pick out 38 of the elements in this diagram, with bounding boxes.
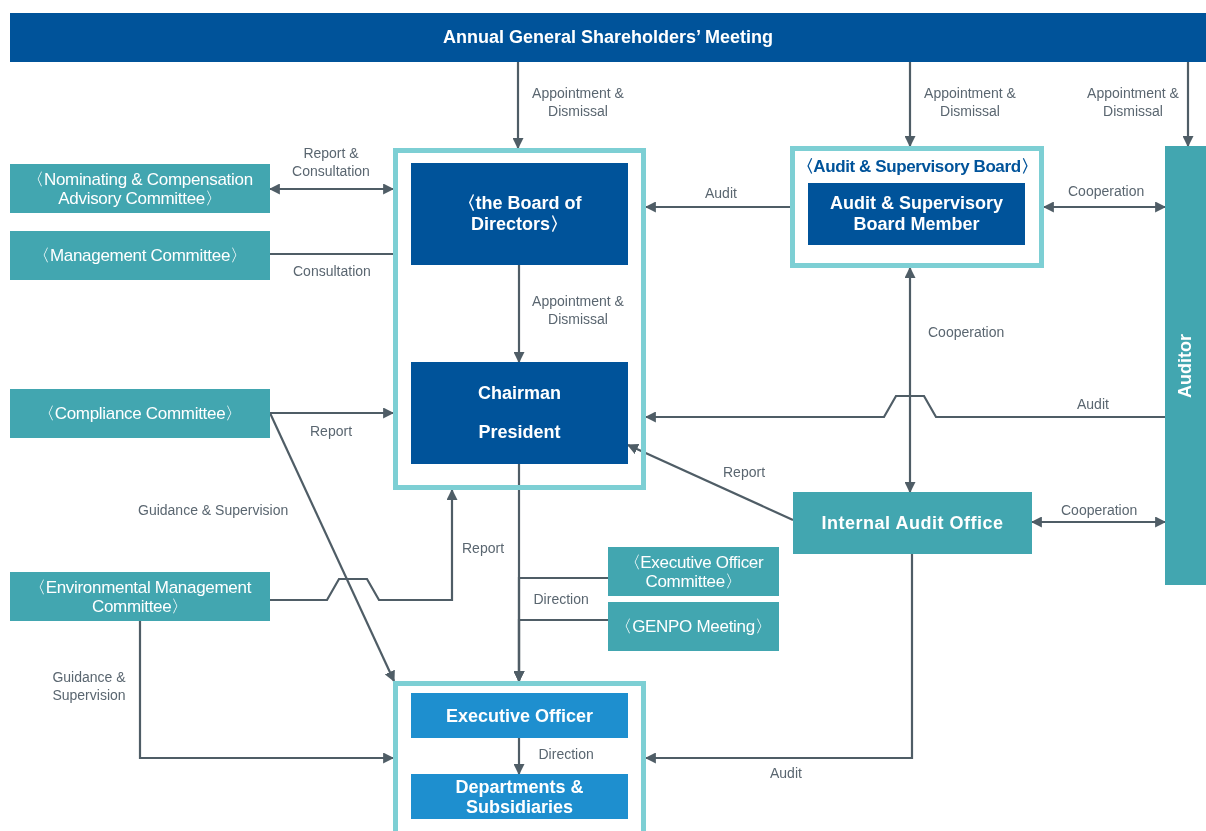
meeting-box: 〈GENPO Meeting〉 <box>608 602 779 651</box>
arrow <box>513 265 525 364</box>
arrow <box>627 444 794 521</box>
arrow <box>138 621 395 764</box>
department-box: Departments & Subsidiaries <box>411 774 628 819</box>
arrow <box>904 62 916 148</box>
edge-label: Guidance & Supervision <box>137 501 290 519</box>
board-box: 〈the Board of Directors〉 <box>411 163 628 265</box>
group-frame <box>393 681 646 831</box>
committee-box: 〈Environmental Management Committee〉 <box>10 572 270 621</box>
committee-box: 〈Compliance Committee〉 <box>10 389 270 438</box>
arrow <box>270 488 458 602</box>
arrow <box>1182 62 1194 148</box>
committee-box: 〈Executive Officer Committee〉 <box>608 547 779 596</box>
arrow <box>270 407 395 419</box>
arrow <box>644 394 1165 423</box>
committee-box: 〈Management Committee〉 <box>10 231 270 280</box>
group-frame <box>393 148 646 490</box>
office-box: Internal Audit Office <box>793 492 1032 554</box>
committee-box: 〈Nominating & Compensation Advisory Committee〉 <box>10 164 270 213</box>
arrow <box>1042 201 1167 213</box>
arrow <box>644 201 790 213</box>
arrow <box>513 618 608 683</box>
arrow <box>512 62 524 150</box>
group-frame: 〈Audit & Supervisory Board〉 Audit & Supervisory Board Member <box>790 146 1044 268</box>
executive-box: Chairman President <box>411 362 628 464</box>
arrow <box>513 738 525 776</box>
auditor-bar: Auditor <box>1165 146 1206 585</box>
member-box: Audit & Supervisory Board Member <box>808 183 1025 245</box>
edge-label: Cooperation <box>927 323 1006 341</box>
arrow <box>644 554 914 764</box>
edge-label: Cooperation <box>1060 501 1139 519</box>
heading-bar: Annual General Shareholders’ Meeting <box>10 13 1206 62</box>
arrow <box>269 412 395 682</box>
edge-label: Cooperation <box>1067 182 1146 200</box>
connector-line <box>270 252 393 256</box>
arrow <box>904 266 916 494</box>
officer-box: Executive Officer <box>411 693 628 738</box>
